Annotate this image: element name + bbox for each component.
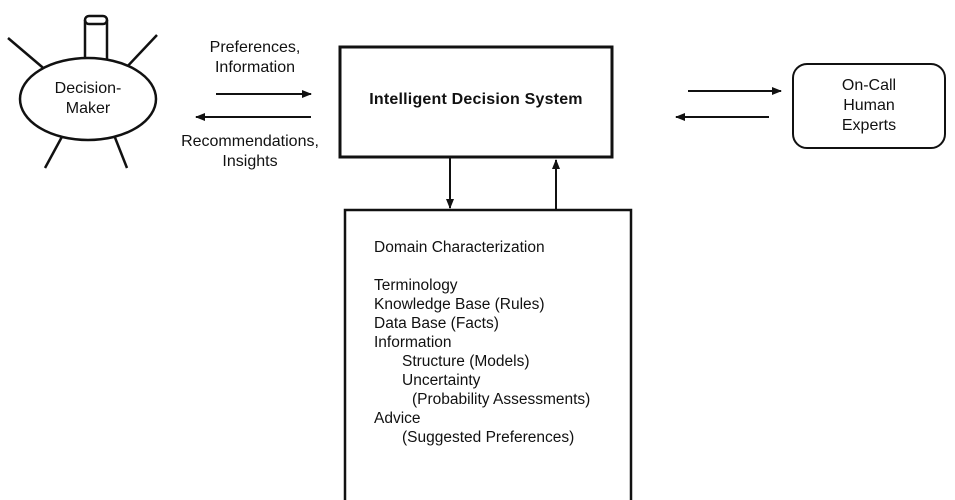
domain-item-advice: Advice xyxy=(374,410,421,427)
output-flow-line2: Insights xyxy=(222,153,278,170)
input-flow-line2: Information xyxy=(214,59,296,76)
experts-line1: On-Call xyxy=(841,77,897,94)
figure-leg-left xyxy=(43,132,66,169)
domain-item-information: Information xyxy=(374,334,452,351)
domain-item-knowledge-base: Knowledge Base (Rules) xyxy=(374,296,545,313)
figure-arm-right xyxy=(123,34,158,71)
intelligent-decision-system-box xyxy=(338,45,614,159)
input-flow-line1: Preferences, xyxy=(209,39,301,56)
figure-head xyxy=(83,14,109,26)
decision-maker-body xyxy=(18,56,158,142)
decision-maker-figure xyxy=(7,14,158,169)
domain-spacer xyxy=(374,257,634,276)
domain-panel: Domain Characterization Terminology Know… xyxy=(374,238,634,447)
decision-maker-line2: Maker xyxy=(65,100,111,117)
domain-item-suggested-preferences: (Suggested Preferences) xyxy=(402,429,575,446)
output-flow-label: Recommendations, Insights xyxy=(162,132,338,172)
decision-maker-label: Decision- Maker xyxy=(42,79,134,119)
figure-arm-left xyxy=(7,37,49,73)
experts-box xyxy=(792,63,946,149)
domain-item-uncertainty: Uncertainty xyxy=(402,372,481,389)
experts-line2: Human xyxy=(843,97,895,114)
domain-characterization-box xyxy=(343,208,633,500)
system-title: Intelligent Decision System xyxy=(369,91,583,108)
figure-leg-right xyxy=(112,134,129,169)
domain-item-structure: Structure (Models) xyxy=(402,353,530,370)
experts-line3: Experts xyxy=(841,117,897,134)
domain-item-probability: (Probability Assessments) xyxy=(412,391,591,408)
domain-heading: Domain Characterization xyxy=(374,239,545,256)
domain-item-data-base: Data Base (Facts) xyxy=(374,315,499,332)
experts-label: On-Call Human Experts xyxy=(793,76,945,136)
output-flow-line1: Recommendations, xyxy=(181,133,319,150)
domain-item-terminology: Terminology xyxy=(374,277,458,294)
decision-maker-line1: Decision- xyxy=(54,80,122,97)
input-flow-label: Preferences, Information xyxy=(188,38,322,78)
